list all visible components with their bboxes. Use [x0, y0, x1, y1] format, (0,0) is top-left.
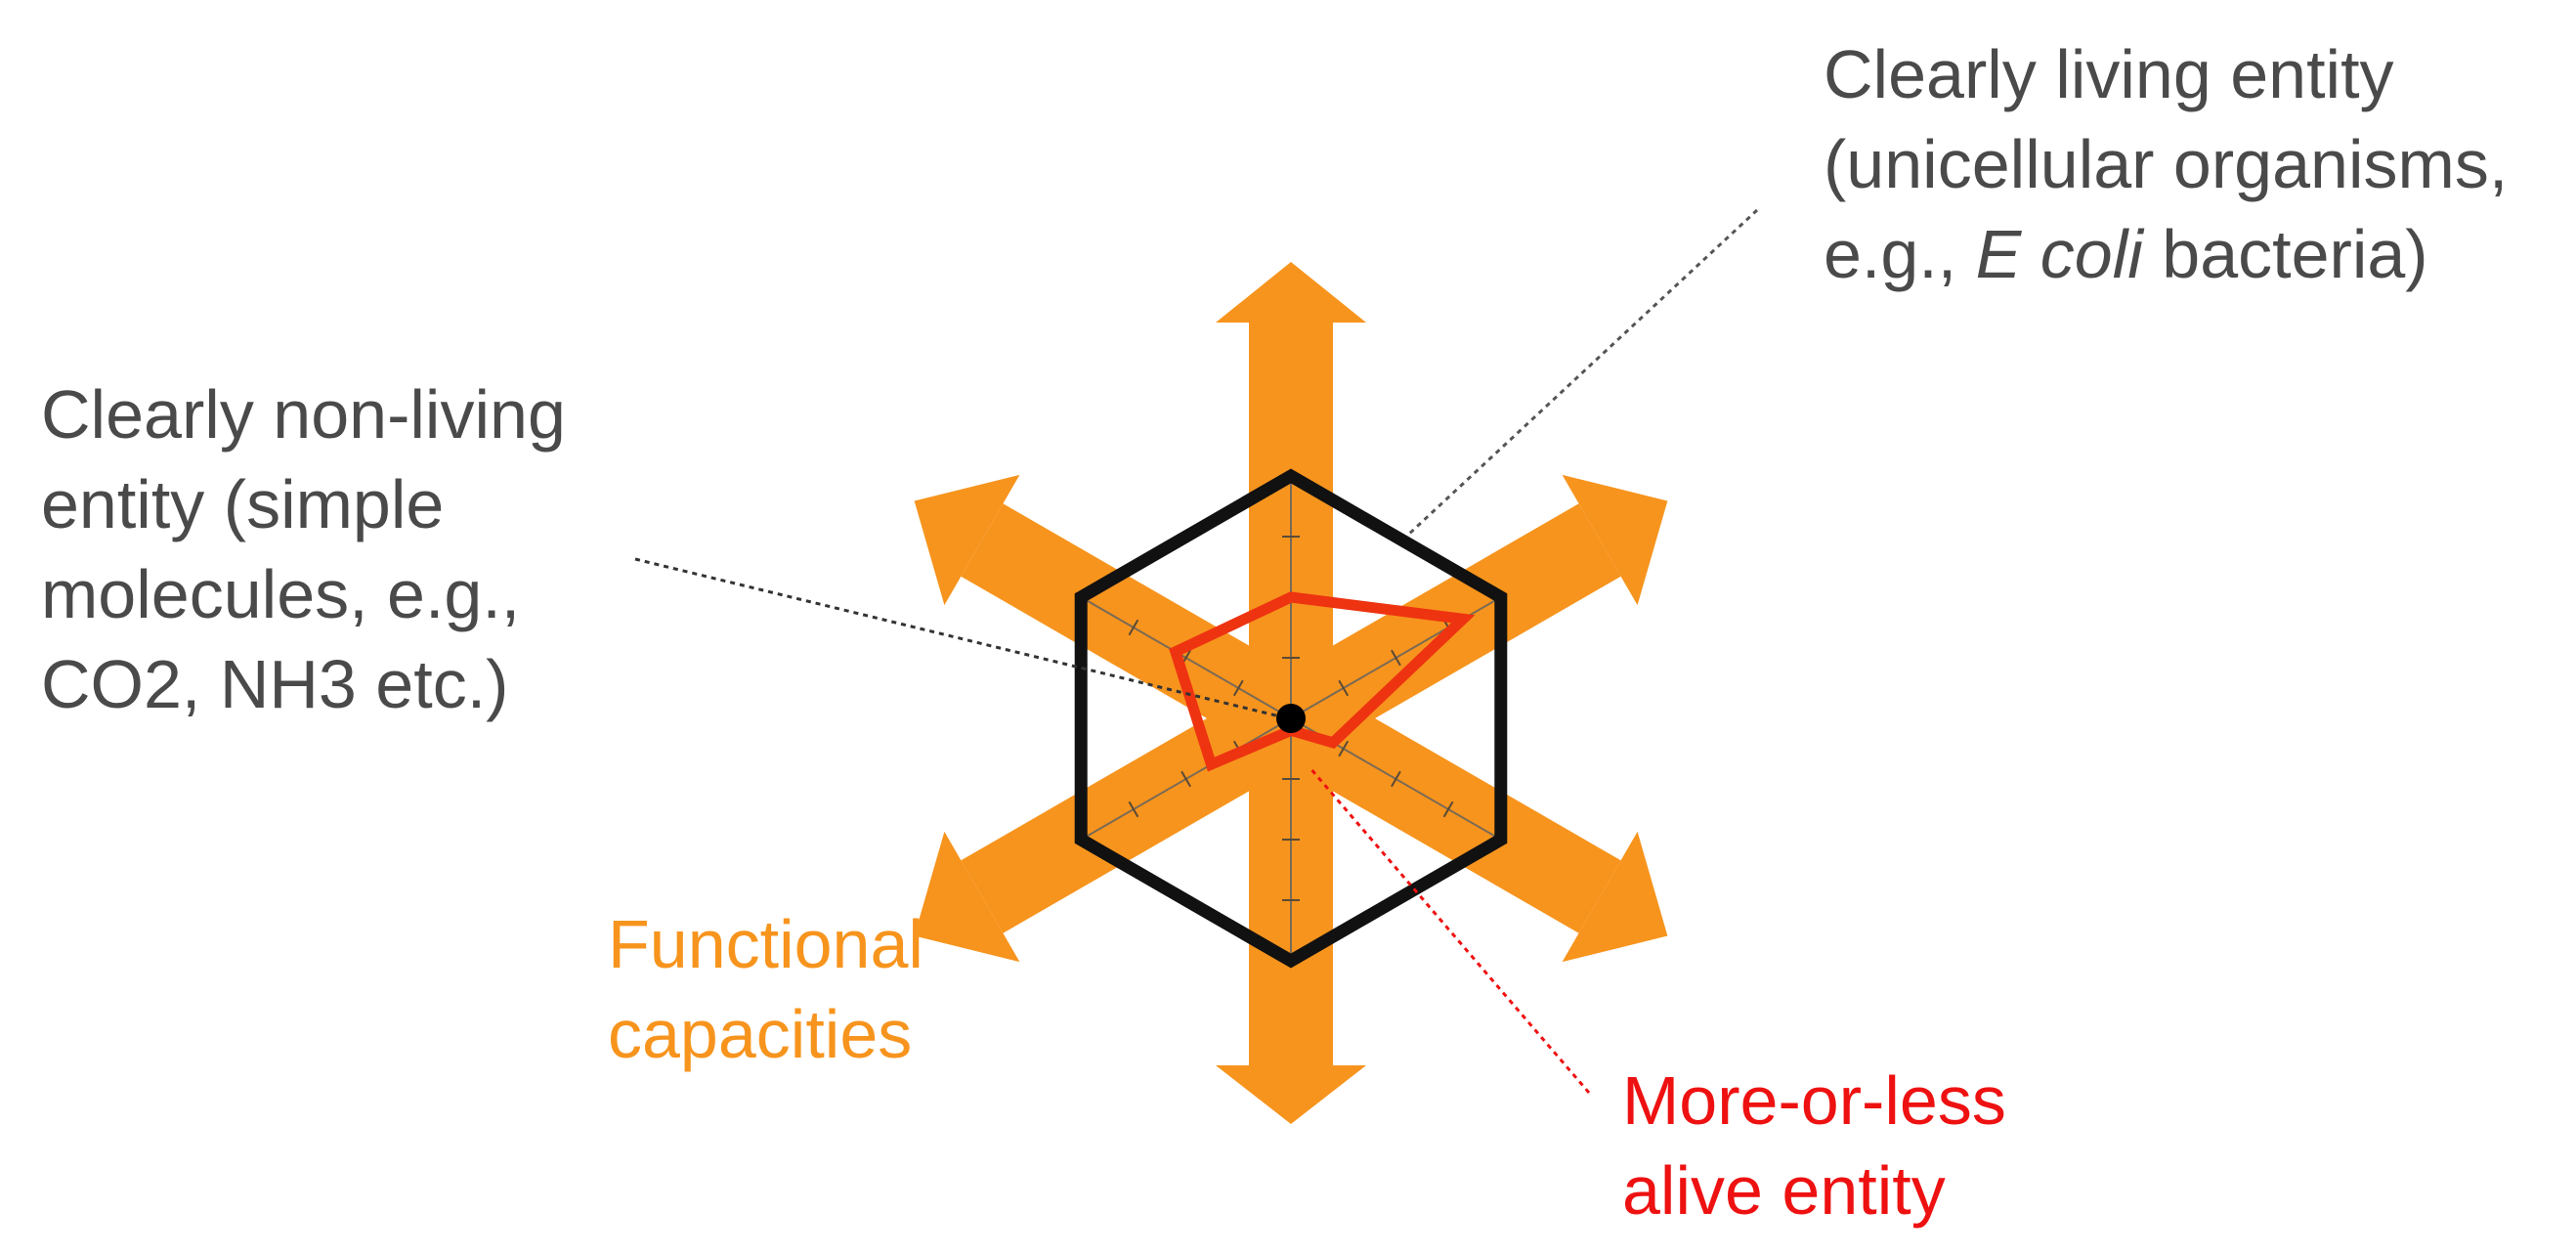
radar-tick: [1442, 800, 1454, 818]
radar-tick: [1232, 679, 1244, 697]
radar-tick: [1338, 679, 1350, 697]
radar-tick: [1338, 740, 1350, 757]
radar-tick: [1128, 619, 1139, 636]
leader-line-partial: [1308, 766, 1591, 1094]
non-living-center-dot: [1276, 704, 1306, 733]
leader-line-living: [1405, 208, 1759, 538]
radar-tick: [1391, 770, 1401, 788]
label-non-living-entity: Clearly non-living entity (simple molecu…: [41, 376, 566, 722]
label-living-entity: Clearly living entity (unicellular organ…: [1824, 29, 2508, 299]
label-functional-capacities: Functional capacities: [608, 906, 923, 1072]
radar-tick: [1181, 770, 1191, 788]
label-more-or-less-alive: More-or-less alive entity: [1622, 1062, 2006, 1229]
radar-tick: [1128, 800, 1139, 818]
radar-tick: [1391, 649, 1401, 667]
living-line3: e.g., E coli bacteria): [1824, 216, 2428, 292]
leader-line-nonliving: [634, 557, 1289, 720]
living-entity-hexagon: [1074, 468, 1508, 969]
